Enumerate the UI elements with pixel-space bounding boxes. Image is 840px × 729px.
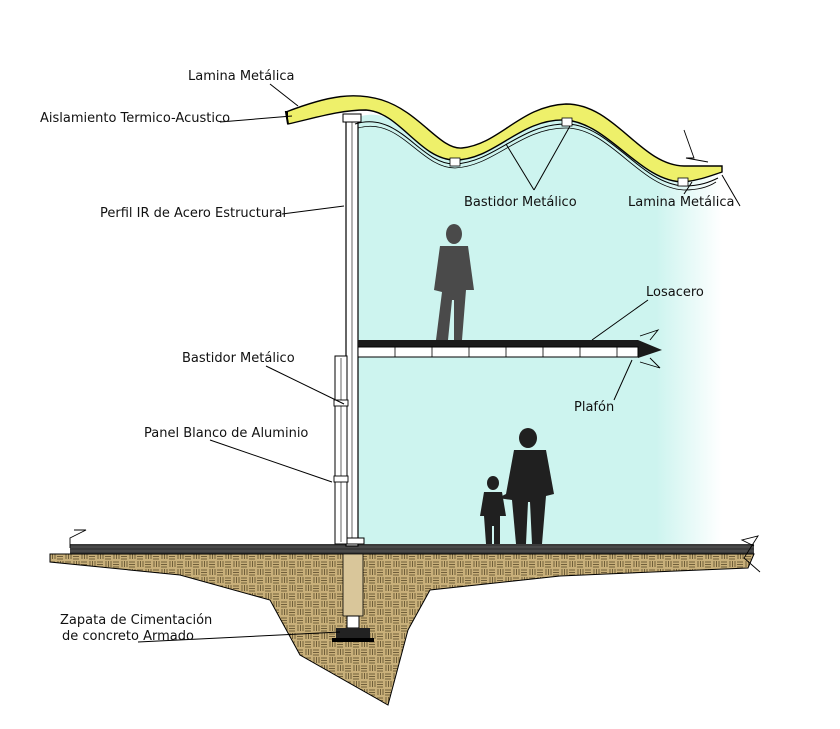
adult-figure-mezzanine: [434, 224, 474, 340]
interior-space: [356, 114, 722, 549]
left-break-mark: [69, 529, 87, 548]
curved-roof: [284, 95, 723, 191]
right-break-mark: [740, 535, 761, 573]
lower-frame: [333, 355, 349, 545]
label-insulation: Aislamiento Termico-Acustico: [40, 111, 230, 126]
label-roof-sheet-top: Lamina Metálica: [188, 69, 294, 84]
label-aluminum-panel: Panel Blanco de Aluminio: [144, 426, 308, 441]
ground-texture: [70, 546, 754, 552]
label-frame-lower: Bastidor Metálico: [182, 351, 295, 366]
mezzanine-deck: [357, 329, 662, 369]
label-steel-profile: Perfil IR de Acero Estructural: [100, 206, 286, 221]
label-deck: Losacero: [646, 285, 704, 300]
steel-column: [339, 113, 365, 547]
child-figure-ground: [480, 476, 506, 544]
label-footing-line1: Zapata de Cimentación: [60, 613, 212, 628]
label-roof-sheet-right: Lamina Metálica: [628, 195, 734, 210]
leader-lines: [137, 83, 741, 643]
label-ceiling: Plafón: [574, 400, 614, 415]
ground-surface: [70, 544, 754, 554]
adult-figure-ground: [498, 428, 554, 544]
label-frame-upper: Bastidor Metálico: [464, 195, 577, 210]
foundation: [332, 553, 374, 642]
label-footing-line2: de concreto Armado: [62, 629, 194, 644]
soil-section: [49, 553, 755, 706]
